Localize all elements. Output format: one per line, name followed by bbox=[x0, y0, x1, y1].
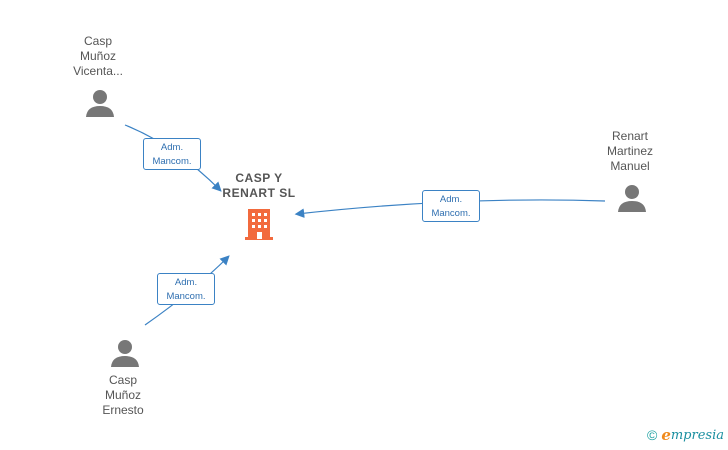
company-name[interactable]: CASP Y RENART SL bbox=[199, 171, 319, 201]
copyright-symbol: © bbox=[646, 427, 658, 443]
role-badge[interactable]: Adm. Mancom. bbox=[422, 190, 480, 222]
role-line: Mancom. bbox=[431, 208, 471, 219]
person-name-line: Martinez bbox=[606, 144, 653, 158]
role-line: Adm. bbox=[160, 142, 184, 153]
brand-e-letter: e bbox=[661, 426, 671, 444]
role-badge[interactable]: Adm. Mancom. bbox=[157, 273, 215, 305]
brand-name: mpresia bbox=[670, 427, 724, 443]
person-name-line: Manuel bbox=[610, 159, 650, 173]
person-name-line: Muñoz bbox=[104, 388, 142, 402]
person-icon[interactable] bbox=[85, 88, 115, 118]
company-name-line2: RENART SL bbox=[222, 186, 296, 200]
company-name-line1: CASP Y bbox=[235, 171, 283, 185]
person-name-line: Renart bbox=[611, 129, 649, 143]
building-icon[interactable] bbox=[243, 207, 277, 241]
person-name-line: Ernesto bbox=[102, 403, 144, 417]
person-name-line: Vicenta... bbox=[73, 64, 123, 78]
role-line: Adm. bbox=[174, 277, 198, 288]
person-name-line: Muñoz bbox=[79, 49, 117, 63]
person-icon[interactable] bbox=[110, 338, 140, 368]
person-name-line: Casp bbox=[108, 373, 137, 387]
person-name-line: Casp bbox=[83, 34, 112, 48]
role-line: Adm. bbox=[439, 194, 463, 205]
person-name-manuel[interactable]: Renart Martinez Manuel bbox=[575, 129, 685, 174]
role-badge[interactable]: Adm. Mancom. bbox=[143, 138, 201, 170]
role-line: Mancom. bbox=[152, 156, 192, 167]
person-name-ernesto[interactable]: Casp Muñoz Ernesto bbox=[68, 373, 178, 418]
role-line: Mancom. bbox=[166, 291, 206, 302]
person-name-vicenta[interactable]: Casp Muñoz Vicenta... bbox=[43, 34, 153, 79]
brand-logo: © e mpresia bbox=[647, 426, 724, 444]
person-icon[interactable] bbox=[617, 183, 647, 213]
